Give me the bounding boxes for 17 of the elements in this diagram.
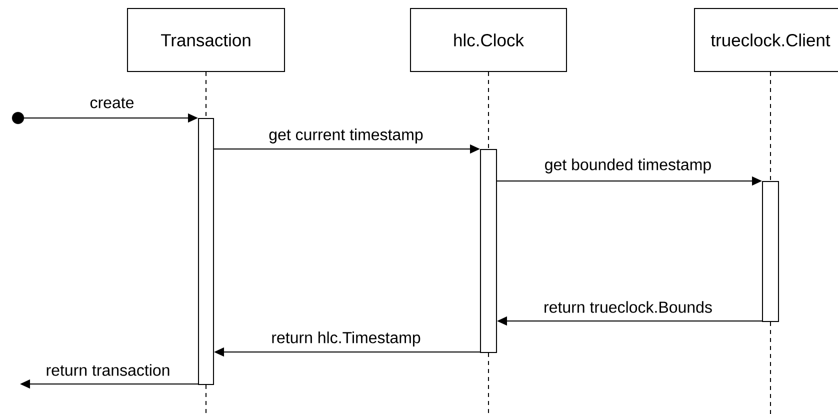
participant-box: trueclock.Client bbox=[694, 8, 838, 72]
lifeline bbox=[770, 322, 771, 414]
participant-box: hlc.Clock bbox=[410, 8, 567, 72]
participant-box: Transaction bbox=[127, 8, 285, 72]
activation-bar bbox=[762, 181, 779, 322]
edge-label: get bounded timestamp bbox=[545, 158, 711, 174]
edge-label: return trueclock.Bounds bbox=[544, 301, 712, 313]
edge-label: return hlc.Timestamp bbox=[272, 332, 420, 346]
edge-label: return transaction bbox=[46, 364, 170, 376]
lifeline bbox=[770, 72, 771, 182]
lifeline bbox=[488, 72, 489, 150]
start-dot bbox=[12, 112, 24, 124]
edge-label: create bbox=[90, 98, 134, 108]
edge-label: get current timestamp bbox=[269, 128, 423, 144]
lifeline bbox=[488, 352, 489, 414]
activation-bar bbox=[198, 118, 214, 385]
activation-bar bbox=[480, 149, 497, 353]
